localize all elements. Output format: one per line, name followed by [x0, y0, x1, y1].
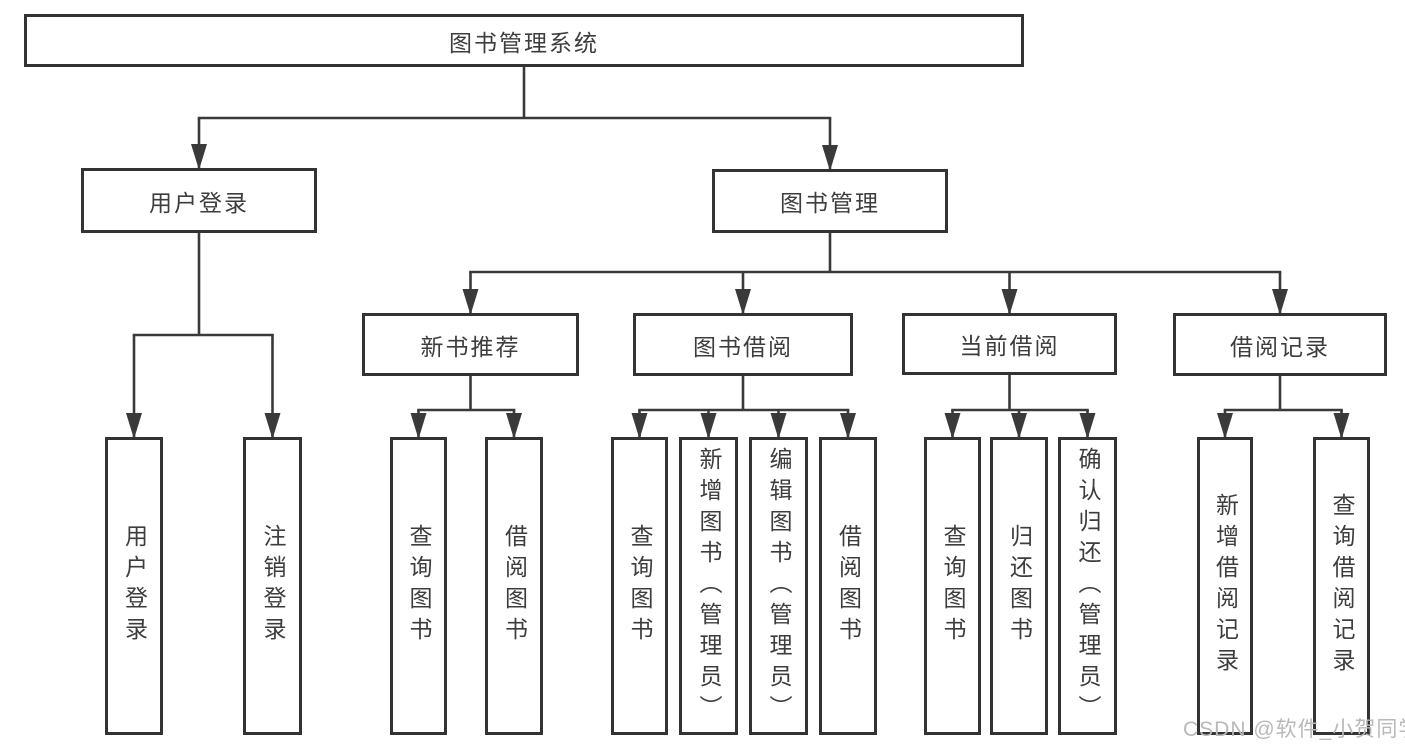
arrowhead-icon [700, 413, 717, 439]
watermark: CSDN @软件_小贺同学 [1183, 718, 1405, 741]
node-book-borrow: 图书借阅 [633, 313, 853, 376]
node-label-logout: 注销登录 [260, 524, 286, 648]
node-borrow-records: 借阅记录 [1173, 313, 1387, 376]
arrowhead-icon [506, 413, 522, 439]
node-br-add: 新增借阅记录 [1197, 437, 1253, 735]
node-root: 图书管理系统 [24, 14, 1024, 67]
arrowhead-icon [1011, 413, 1027, 439]
arrowhead-icon [1272, 289, 1288, 315]
arrowhead-icon [770, 413, 787, 439]
arrowhead-icon [410, 413, 427, 439]
node-bb-borrow: 借阅图书 [819, 437, 877, 735]
node-label-user-login: 用户登录 [121, 524, 148, 648]
node-label-br-add: 新增借阅记录 [1212, 493, 1239, 679]
arrowhead-icon [264, 413, 281, 439]
node-label-root: 图书管理系统 [449, 29, 599, 56]
arrowhead-icon [1217, 413, 1233, 439]
arrowhead-icon [191, 144, 207, 170]
node-cb-confirm: 确认归还（管理员） [1058, 437, 1117, 735]
arrowhead-icon [735, 289, 751, 315]
node-label-bb-query: 查询图书 [627, 524, 653, 648]
node-nb-borrow: 借阅图书 [485, 437, 543, 735]
arrowhead-icon [1001, 289, 1018, 315]
node-label-cb-return: 归还图书 [1006, 524, 1033, 648]
node-br-query: 查询借阅记录 [1313, 437, 1370, 735]
node-label-book-borrow: 图书借阅 [693, 333, 793, 360]
node-label-nb-query: 查询图书 [406, 524, 432, 648]
arrowhead-icon [631, 413, 648, 439]
node-label-cb-confirm: 确认归还（管理员） [1075, 446, 1101, 726]
node-cb-query: 查询图书 [924, 437, 981, 735]
node-cb-return: 归还图书 [990, 437, 1048, 735]
arrowhead-icon [944, 413, 961, 439]
node-label-borrow-records: 借阅记录 [1230, 333, 1330, 360]
node-book-mgmt: 图书管理 [712, 169, 948, 233]
node-label-user-login-group: 用户登录 [149, 189, 249, 216]
node-user-login-group: 用户登录 [81, 168, 317, 233]
node-bb-add: 新增图书（管理员） [679, 437, 738, 735]
node-label-nb-borrow: 借阅图书 [501, 524, 528, 648]
node-bb-query: 查询图书 [611, 437, 668, 735]
node-label-bb-add: 新增图书（管理员） [696, 446, 722, 726]
arrowhead-icon [840, 413, 856, 439]
node-user-login: 用户登录 [105, 437, 163, 735]
node-label-book-mgmt: 图书管理 [780, 190, 880, 216]
node-bb-edit: 编辑图书（管理员） [749, 437, 808, 735]
node-label-new-book: 新书推荐 [420, 333, 521, 360]
node-label-cb-query: 查询图书 [940, 524, 966, 648]
arrowhead-icon [1079, 413, 1096, 439]
arrowhead-icon [126, 413, 142, 439]
node-label-current-borrow: 当前借阅 [959, 333, 1060, 359]
arrowhead-icon [462, 289, 479, 315]
node-nb-query: 查询图书 [390, 437, 447, 735]
node-label-br-query: 查询借阅记录 [1329, 493, 1355, 679]
node-label-bb-edit: 编辑图书（管理员） [766, 446, 792, 726]
node-logout: 注销登录 [243, 437, 302, 735]
arrowhead-icon [1333, 413, 1350, 439]
node-current-borrow: 当前借阅 [902, 313, 1117, 375]
arrowhead-icon [822, 145, 838, 171]
node-new-book: 新书推荐 [362, 313, 579, 376]
node-label-bb-borrow: 借阅图书 [835, 524, 862, 648]
